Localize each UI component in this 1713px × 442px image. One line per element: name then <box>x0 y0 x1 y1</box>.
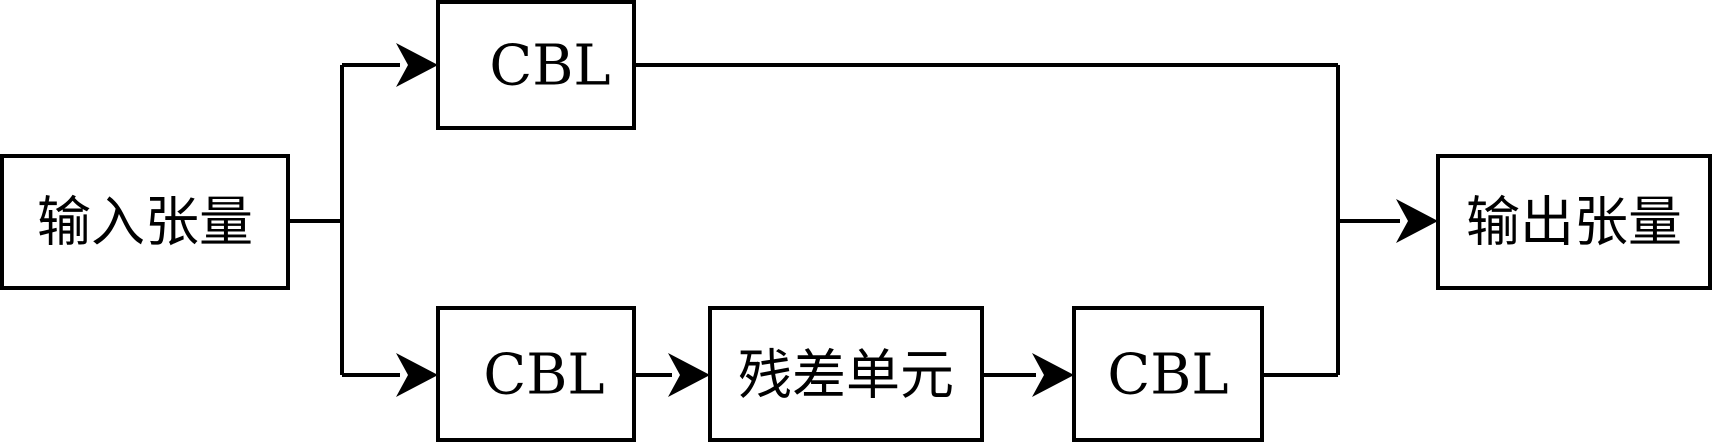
connectors <box>288 63 1400 377</box>
arrowhead-cbl-bottom-1 <box>396 353 438 397</box>
arrowhead-cbl-top <box>392 43 438 87</box>
node-cbl-bottom-2: CBL <box>1072 306 1264 442</box>
node-cbl-top-label: CBL <box>489 34 610 99</box>
node-residual: 残差单元 <box>708 306 984 442</box>
node-output-label: 输出张量 <box>1466 191 1682 254</box>
node-cbl-bottom-2-label: CBL <box>1107 343 1228 408</box>
node-residual-label: 残差单元 <box>738 344 954 407</box>
node-input: 输入张量 <box>0 154 290 290</box>
arrowhead-cbl-bottom-2 <box>1032 353 1074 397</box>
node-cbl-bottom-1-label: CBL <box>483 343 604 408</box>
arrowheads <box>392 43 1438 397</box>
arrowhead-residual <box>668 353 710 397</box>
node-cbl-top: CBL <box>436 0 636 130</box>
node-input-label: 输入张量 <box>37 191 253 254</box>
arrowhead-output <box>1396 199 1438 243</box>
node-output: 输出张量 <box>1436 154 1712 290</box>
node-cbl-bottom-1: CBL <box>436 306 636 442</box>
